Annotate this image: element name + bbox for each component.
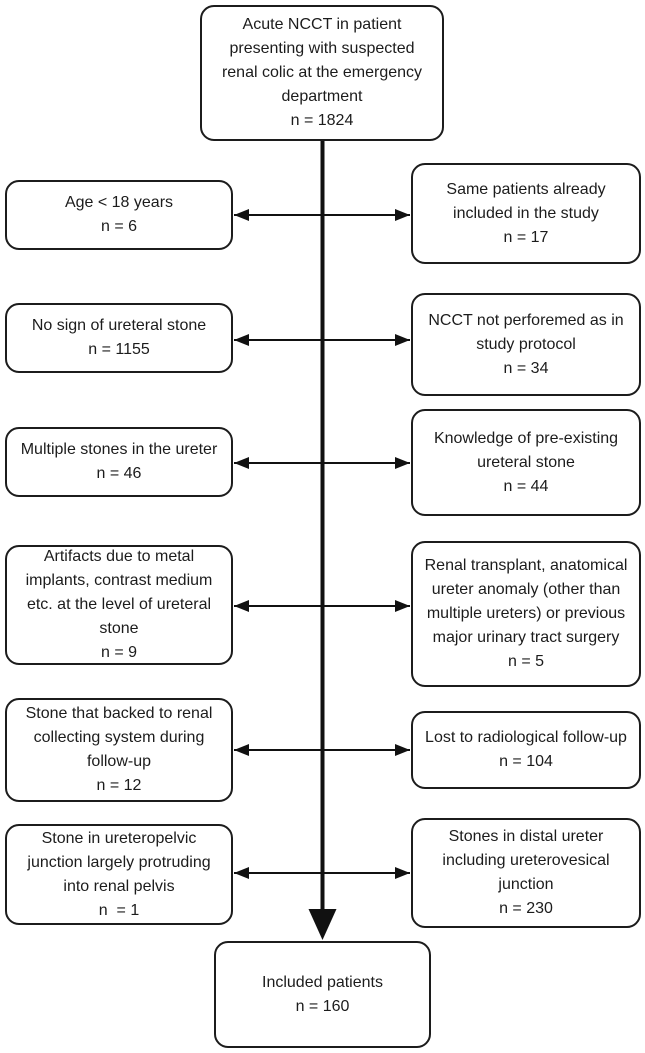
exclusion-label: Knowledge of pre-existing ureteral stone… (433, 429, 619, 495)
start-box-label: Acute NCCT in patient presenting with su… (221, 16, 423, 129)
end-box-label: Included patients n = 160 (262, 973, 383, 1015)
exclusion-box-left-5: Stone that backed to renal collecting sy… (5, 698, 233, 802)
exclusion-label: Stones in distal ureter including ureter… (442, 828, 610, 917)
exclusion-box-right-2: NCCT not perforemed as in study protocol… (411, 293, 641, 396)
exclusion-box-left-1: Age < 18 years n = 6 (5, 180, 233, 250)
exclusion-box-right-3: Knowledge of pre-existing ureteral stone… (411, 409, 641, 516)
exclusion-box-right-4: Renal transplant, anatomical ureter anom… (411, 541, 641, 687)
exclusion-box-right-1: Same patients already included in the st… (411, 163, 641, 264)
down-arrowhead-icon (308, 909, 337, 940)
exclusion-label: Lost to radiological follow-up n = 104 (425, 729, 627, 770)
exclusion-label: Stone in ureteropelvic junction largely … (27, 829, 211, 919)
start-box: Acute NCCT in patient presenting with su… (200, 5, 444, 141)
end-box: Included patients n = 160 (214, 941, 431, 1048)
exclusion-box-left-2: No sign of ureteral stone n = 1155 (5, 303, 233, 373)
exclusion-box-left-6: Stone in ureteropelvic junction largely … (5, 824, 233, 925)
exclusion-box-left-3: Multiple stones in the ureter n = 46 (5, 427, 233, 497)
exclusion-label: Artifacts due to metal implants, contras… (25, 548, 213, 661)
exclusion-label: Same patients already included in the st… (446, 180, 606, 246)
exclusion-box-right-5: Lost to radiological follow-up n = 104 (411, 711, 641, 789)
exclusion-label: Renal transplant, anatomical ureter anom… (424, 557, 628, 670)
exclusion-label: Multiple stones in the ureter n = 46 (20, 441, 218, 482)
exclusion-label: Stone that backed to renal collecting sy… (25, 705, 213, 794)
exclusion-box-left-4: Artifacts due to metal implants, contras… (5, 545, 233, 665)
exclusion-label: NCCT not perforemed as in study protocol… (428, 311, 624, 377)
exclusion-box-right-6: Stones in distal ureter including ureter… (411, 818, 641, 928)
exclusion-label: Age < 18 years n = 6 (64, 194, 174, 235)
exclusion-label: No sign of ureteral stone n = 1155 (31, 317, 207, 358)
